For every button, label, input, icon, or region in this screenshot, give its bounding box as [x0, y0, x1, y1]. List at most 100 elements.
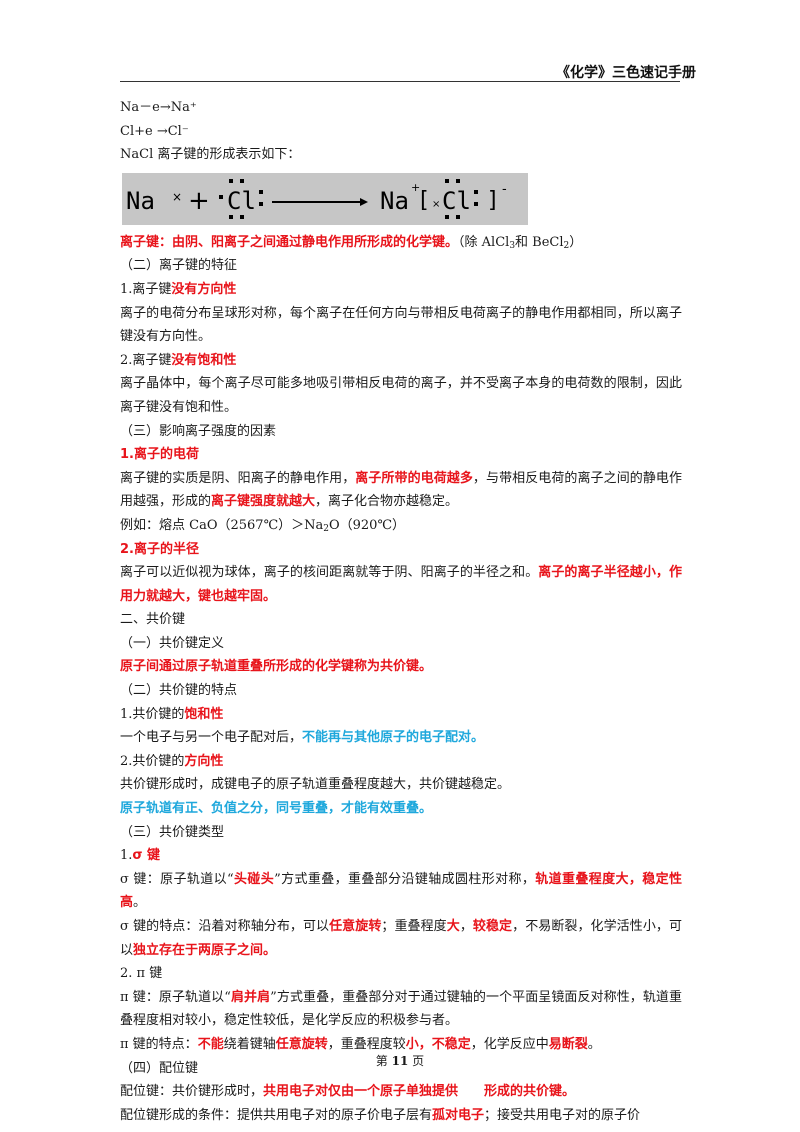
electron-dot [219, 194, 223, 199]
formula-minus-charge: - [502, 182, 507, 197]
equation-na: Na－e→Na⁺ [120, 100, 197, 115]
section-heading: （三）影响离子强度的因素 [120, 423, 277, 439]
section-heading: （二）离子键的特征 [120, 258, 238, 274]
paragraph: 共价键形成时，成键电子的原子轨道重叠程度越大，共价键越稳定。 [120, 777, 511, 793]
heading-keyword: 方向性 [184, 753, 224, 769]
text-run: ， [459, 919, 473, 934]
electron-dot [240, 214, 244, 219]
paragraph: 离子可以近似视为球体，离子的核间距离就等于阴、阳离子的半径之和。离子的离子半径越… [120, 561, 682, 608]
electron-dot [456, 178, 460, 183]
chapter-heading: 二、共价键 [120, 612, 186, 628]
electron-dot [240, 178, 244, 183]
heading-keyword: 饱和性 [184, 706, 224, 722]
formula-cross-2: × [432, 199, 440, 210]
formula-right-bracket: ] [488, 188, 497, 213]
feature-heading: 2.共价键的方向性 [120, 750, 682, 774]
nacl-formation-formula: Na × + Cl Na + [ × Cl ] - [122, 172, 528, 225]
subscript: 2 [323, 523, 329, 534]
paragraph: 离子的电荷分布呈球形对称，每个离子在任何方向与带相反电荷离子的静电作用都相同，所… [120, 305, 682, 345]
arrow-head-icon [360, 197, 368, 206]
highlight-red: 轨道重叠程度大，稳定性高 [120, 871, 682, 911]
section-heading: （三）共价键类型 [120, 824, 225, 840]
header-title: 《化学》三色速记手册 [556, 65, 696, 81]
electron-dot [445, 178, 449, 183]
paragraph: 离子键的实质是阴、阳离子的静电作用，离子所带的电荷越多，与带相反电荷的离子之间的… [120, 467, 682, 514]
covalent-definition: 原子间通过原子轨道重叠所形成的化学键称为共价键。 [120, 659, 433, 675]
text-run: 离子可以近似视为球体，离子的核间距离就等于阴、阳离子的半径之和。 [120, 565, 539, 581]
definition-note: 和 BeCl [515, 234, 564, 250]
feature-heading: 1.共价键的饱和性 [120, 703, 682, 727]
electron-dot [474, 189, 478, 194]
heading-keyword: 没有方向性 [171, 281, 237, 297]
example-line: 例如：熔点 CaO（2567℃）＞Na2O（920℃） [120, 514, 682, 538]
electron-dot [456, 214, 460, 219]
formula-na: Na [126, 187, 155, 215]
highlight-red: 孤对电子 [432, 1107, 485, 1123]
electron-dot [474, 201, 478, 206]
text-run: 绕着键轴 [223, 1036, 276, 1052]
heading-prefix: 1. [120, 848, 133, 864]
highlight-blue: 不能再与其他原子的电子配对。 [302, 730, 485, 746]
highlight-red: 任意旋转 [329, 919, 382, 934]
paragraph: π 键：原子轨道以“肩并肩”方式重叠，重叠部分对于通过键轴的一个平面呈镜面反对称… [120, 986, 682, 1033]
text-run: 。 [587, 1036, 601, 1052]
text-run: σ 键的特点：沿着对称轴分布，可以 [120, 919, 330, 934]
nacl-intro: NaCl 离子键的形成表示如下： [120, 147, 301, 163]
text-run: ，化学反应中 [470, 1036, 549, 1052]
type-heading: 2. π 键 [120, 966, 163, 982]
factor-heading: 1.离子的电荷 [120, 447, 199, 463]
highlight-red: 头碰头 [233, 871, 275, 887]
text-run: ，离子化合物亦越稳定。 [315, 494, 459, 510]
heading-prefix: 1.共价键的 [120, 706, 185, 722]
equation-cl: Cl+e →Cl⁻ [120, 123, 189, 139]
highlight-blue-line: 原子轨道有正、负值之分，同号重叠，才能有效重叠。 [120, 801, 433, 817]
page-footer: 第 11 页 [0, 1052, 800, 1069]
highlight-red: 大 [446, 919, 460, 934]
paragraph: 一个电子与另一个电子配对后，不能再与其他原子的电子配对。 [120, 726, 682, 750]
definition-note: （除 AlCl [458, 234, 510, 250]
subscript: 2 [563, 240, 570, 251]
heading-prefix: 2.离子键 [120, 352, 172, 368]
text-run: 配位键：共价键形成时， [120, 1084, 264, 1100]
heading-prefix: 2.共价键的 [120, 753, 185, 769]
highlight-red: 离子的离子半径越小，作用力就越大，键也越牢固。 [120, 565, 682, 604]
footer-suffix: 页 [412, 1054, 425, 1068]
subscript: 3 [509, 240, 516, 251]
section-heading: （一）共价键定义 [120, 635, 225, 651]
highlight-red: 小，不稳定 [405, 1036, 471, 1052]
electron-dot-diagram: Na × + Cl Na + [ × Cl ] - [126, 178, 507, 219]
definition-note: ） [569, 234, 583, 250]
factor-heading: 2.离子的半径 [120, 541, 199, 557]
text-run: 配位键形成的条件：提供共用电子对的原子价电子层有 [120, 1107, 433, 1123]
highlight-red: 肩并肩 [230, 989, 271, 1005]
text-run: ，不易断裂，化学活性小，可以 [120, 919, 682, 958]
paragraph: 配位键形成的条件：提供共用电子对的原子价电子层有孤对电子；接受共用电子对的原子价 [120, 1104, 682, 1128]
text-run: O（920℃） [328, 517, 405, 533]
heading-keyword: σ 键 [132, 848, 161, 864]
text-run: 离子键的实质是阴、阳离子的静电作用， [120, 470, 356, 486]
electron-dot [445, 214, 449, 219]
heading-keyword: 没有饱和性 [171, 352, 237, 368]
paragraph: 配位键：共价键形成时，共用电子对仅由一个原子单独提供 形成的共价键。 [120, 1080, 682, 1104]
text-run: ，与带相反电荷的离子之间的静电作用越强，形成的 [120, 470, 682, 510]
section-heading: （二）共价键的特点 [120, 683, 238, 699]
feature-heading: 1.离子键没有方向性 [120, 278, 682, 302]
highlight-red: 任意旋转 [275, 1036, 328, 1052]
header-divider [120, 81, 680, 82]
paragraph: π 键的特点：不能绕着键轴任意旋转，重叠程度较小，不稳定，化学反应中易断裂。 [120, 1033, 682, 1057]
formula-left-bracket: [ [420, 188, 429, 213]
highlight-red: 易断裂 [548, 1036, 588, 1052]
section-heading: （四）配位键 [120, 1060, 199, 1076]
paragraph: σ 键的特点：沿着对称轴分布，可以任意旋转；重叠程度大，较稳定，不易断裂，化学活… [120, 915, 682, 962]
text-run: ”方式重叠，重叠部分对于通过键轴的一个平面呈镜面反对称性，轨道重叠程度相对较小，… [120, 989, 682, 1029]
text-run: 。 [133, 895, 147, 911]
formula-cl: Cl [227, 187, 256, 215]
text-run: ，重叠程度较 [327, 1036, 406, 1052]
text-run: ；重叠程度 [381, 919, 447, 934]
electron-dot [259, 189, 263, 194]
formula-cross: × [172, 190, 182, 204]
feature-heading: 2.离子键没有饱和性 [120, 349, 682, 373]
text-run: σ 键：原子轨道以“ [120, 871, 234, 887]
text-run: π 键：原子轨道以“ [120, 989, 231, 1005]
page-number: 11 [391, 1054, 409, 1068]
